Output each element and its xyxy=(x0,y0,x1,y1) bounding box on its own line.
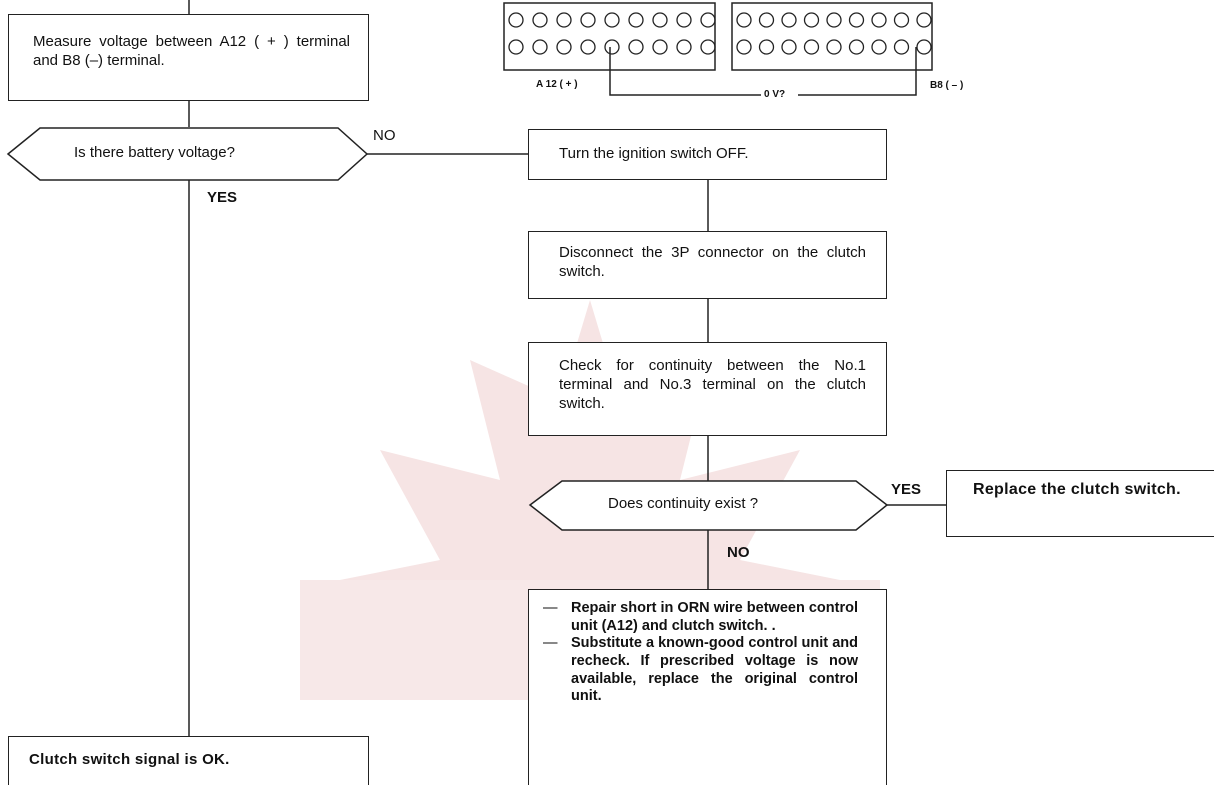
battery-yes-label: YES xyxy=(207,189,238,206)
remedy-item-substitute-unit: Substitute a known-good control unit and… xyxy=(543,635,858,706)
ignition-off-box: Turn the ignition switch OFF. xyxy=(528,129,887,180)
connector-pin xyxy=(848,39,865,55)
connector-pin xyxy=(781,39,797,55)
connector-pin xyxy=(508,12,524,28)
signal-ok-text: Clutch switch signal is OK. xyxy=(29,751,230,768)
continuity-no-label: NO xyxy=(727,544,750,561)
connector-pin xyxy=(758,12,775,28)
connector-pin xyxy=(604,39,620,55)
connector-pin xyxy=(652,12,668,28)
connector-pin xyxy=(628,39,644,55)
check-continuity-box: Check for continuity between the No.1 te… xyxy=(528,342,887,436)
replace-switch-box: Replace the clutch switch. xyxy=(946,470,1214,537)
connector-pin xyxy=(848,12,865,28)
connector-pin xyxy=(916,39,932,55)
connector-pin xyxy=(676,39,692,55)
disconnect-connector-text: Disconnect the 3P connector on the clutc… xyxy=(559,244,866,280)
voltage-question-label: 0 V? xyxy=(764,89,786,100)
connector-pin xyxy=(628,12,644,28)
decision-shape-battery xyxy=(6,127,369,181)
signal-ok-box: Clutch switch signal is OK. xyxy=(8,736,369,785)
connector-pin xyxy=(556,12,572,28)
remedy-item-repair-short: Repair short in ORN wire between control… xyxy=(543,600,858,635)
connector-pin xyxy=(532,39,548,55)
check-continuity-text: Check for continuity between the No.1 te… xyxy=(559,357,866,412)
connector-pin xyxy=(893,39,910,55)
connector-a12-label: A 12 ( + ) xyxy=(536,79,578,90)
connector-pin xyxy=(700,12,716,28)
replace-switch-text: Replace the clutch switch. xyxy=(973,481,1181,498)
connector-pin xyxy=(676,12,692,28)
connector-pin xyxy=(532,12,548,28)
continuity-question-text: Does continuity exist ? xyxy=(608,495,759,512)
connector-pin xyxy=(604,12,620,28)
connector-pin xyxy=(803,12,820,28)
connector-pin xyxy=(700,39,716,55)
battery-question-text: Is there battery voltage? xyxy=(74,144,235,161)
decision-shape-continuity xyxy=(528,480,889,531)
continuity-yes-label: YES xyxy=(891,481,922,498)
connector-pin xyxy=(508,39,524,55)
measure-voltage-text: Measure voltage between A12 ( + ) termin… xyxy=(33,33,350,69)
connector-pin xyxy=(803,39,820,55)
connector-pin xyxy=(781,12,797,28)
connector-pin xyxy=(826,39,842,55)
battery-no-label: NO xyxy=(373,127,396,144)
remedy-box: Repair short in ORN wire between control… xyxy=(528,589,887,785)
connector-pin xyxy=(580,39,596,55)
connector-pin xyxy=(871,12,887,28)
connector-pin xyxy=(652,39,668,55)
connector-pin xyxy=(758,39,775,55)
connector-pin xyxy=(736,12,752,28)
connector-pin xyxy=(556,39,572,55)
connector-pin xyxy=(893,12,910,28)
connector-b8-label: B8 ( – ) xyxy=(930,80,964,91)
ignition-off-text: Turn the ignition switch OFF. xyxy=(559,145,749,162)
remedy-list: Repair short in ORN wire between control… xyxy=(543,600,858,706)
connector-pin xyxy=(916,12,932,28)
connector-pin xyxy=(736,39,752,55)
connector-pin xyxy=(871,39,887,55)
connector-pin xyxy=(580,12,596,28)
disconnect-connector-box: Disconnect the 3P connector on the clutc… xyxy=(528,231,887,299)
connector-pin xyxy=(826,12,842,28)
measure-voltage-box: Measure voltage between A12 ( + ) termin… xyxy=(8,14,369,101)
